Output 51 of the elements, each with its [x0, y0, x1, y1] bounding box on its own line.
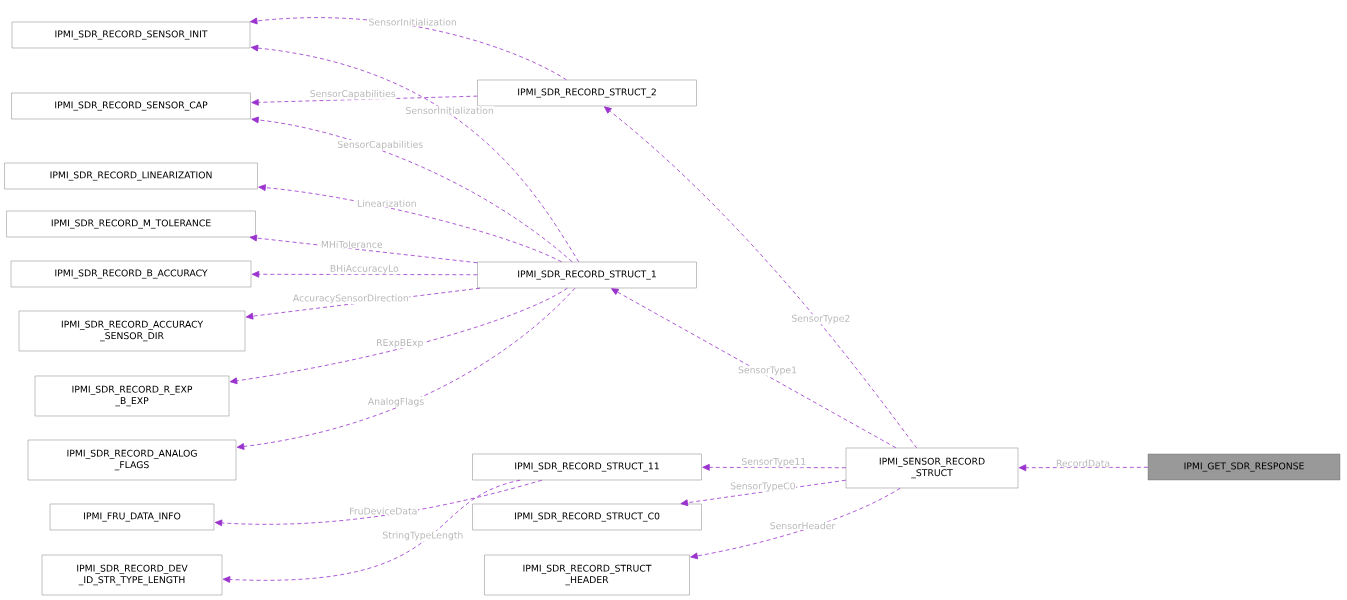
- class-box: IPMI_SDR_RECORD_STRUCT _HEADER: [484, 554, 690, 596]
- dashed-arrow: [249, 234, 478, 264]
- edge-label: BHiAccuracyLo: [329, 264, 400, 275]
- dashed-arrow: [222, 479, 521, 583]
- edge-label: SensorType2: [790, 314, 851, 325]
- edge-label: Linearization: [356, 199, 418, 208]
- edge-label: FruDeviceData: [348, 506, 418, 516]
- edge-label: AccuracySensorDirection: [292, 293, 410, 304]
- class-box: IPMI_SDR_RECORD_STRUCT_1: [477, 261, 697, 289]
- edge-label: SensorType11: [740, 457, 807, 468]
- edge-label: SensorHeader: [769, 521, 836, 530]
- edge-label: RecordData: [1055, 458, 1111, 468]
- dashed-arrow: [229, 287, 568, 385]
- edge-label: SensorCapabilities: [309, 89, 397, 100]
- class-box: IPMI_SDR_RECORD_DEV _ID_STR_TYPE_LENGTH: [41, 554, 223, 596]
- class-box: IPMI_SDR_RECORD_SENSOR_CAP: [11, 92, 251, 120]
- edge-label: SensorType1: [737, 365, 798, 376]
- dashed-arrow: [251, 270, 478, 278]
- class-box: IPMI_SDR_RECORD_ANALOG _FLAGS: [27, 439, 237, 481]
- class-box: IPMI_SENSOR_RECORD _STRUCT: [845, 447, 1019, 489]
- dashed-arrow: [611, 288, 897, 449]
- edge-label: SensorCapabilities: [336, 140, 424, 151]
- class-box: IPMI_FRU_DATA_INFO: [49, 503, 215, 531]
- class-box: IPMI_GET_SDR_RESPONSE: [1147, 453, 1341, 481]
- class-box: IPMI_SDR_RECORD_M_TOLERANCE: [6, 210, 256, 238]
- dashed-arrow: [236, 287, 576, 450]
- class-box: IPMI_SDR_RECORD_LINEARIZATION: [4, 162, 258, 190]
- class-box: IPMI_SDR_RECORD_B_ACCURACY: [10, 260, 252, 288]
- dashed-arrow: [1018, 464, 1149, 472]
- edge-label: StringTypeLength: [381, 530, 464, 541]
- class-box: IPMI_SDR_RECORD_R_EXP _B_EXP: [34, 375, 230, 417]
- class-box: IPMI_SDR_RECORD_STRUCT_C0: [472, 503, 702, 531]
- edge-label: MHiTolerance: [320, 240, 384, 249]
- edge-label: AnalogFlags: [367, 397, 425, 408]
- edge-label: SensorTypeC0: [729, 481, 797, 492]
- class-box: IPMI_SDR_RECORD_ACCURACY _SENSOR_DIR: [18, 310, 246, 352]
- class-box: IPMI_SDR_RECORD_SENSOR_INIT: [11, 21, 251, 49]
- dashed-arrow: [680, 479, 847, 507]
- class-box: IPMI_SDR_RECORD_STRUCT_11: [472, 453, 702, 481]
- dashed-arrow: [604, 106, 917, 449]
- dashed-arrow: [251, 116, 573, 263]
- dashed-arrow: [249, 17, 567, 81]
- dashed-arrow: [702, 463, 847, 471]
- dashed-arrow: [690, 487, 901, 560]
- edge-label: RExpBExp: [375, 338, 424, 349]
- edge-label: SensorInitialization: [404, 106, 495, 115]
- dashed-arrow: [258, 184, 562, 263]
- dashed-arrow: [214, 479, 543, 527]
- dashed-arrow: [251, 95, 478, 106]
- dashed-arrow: [250, 44, 580, 263]
- edge-label: SensorInitialization: [367, 17, 458, 27]
